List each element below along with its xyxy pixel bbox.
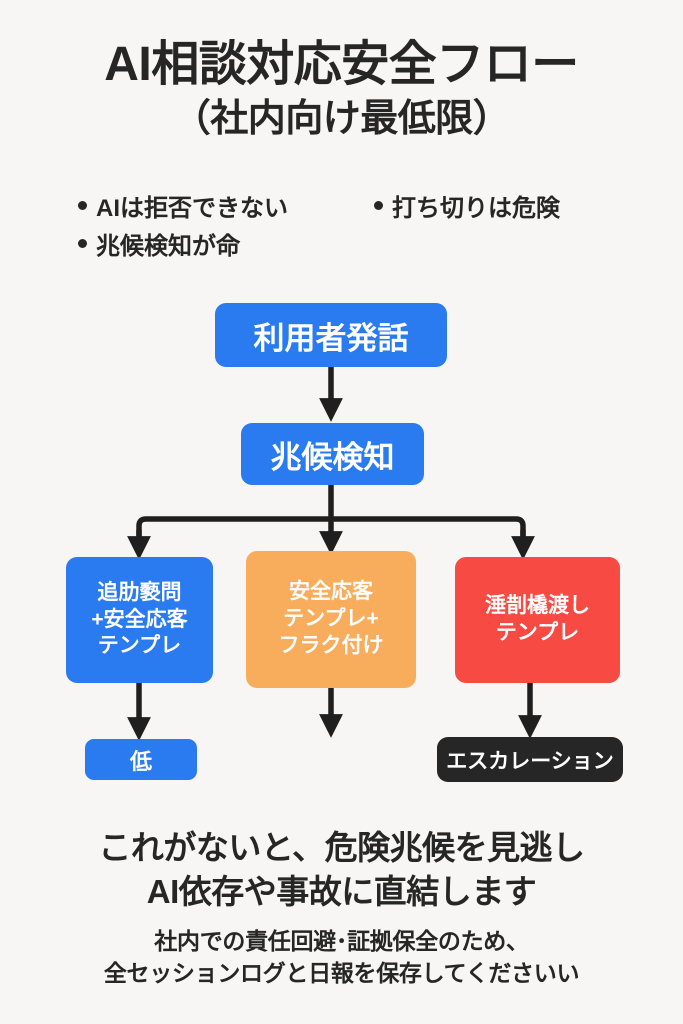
flow-node-escalation-label: エスカレーション (446, 749, 614, 773)
flow-node-followup-line-2: +安全応客 (91, 607, 188, 631)
summary-line-1: これがないと、危険兆候を見逃し (98, 829, 585, 866)
footer-note-line-1: 社内での責任回避･証拠保全のため、 (154, 928, 529, 954)
flow-node-utterance[interactable]: 利用者発話 (215, 303, 447, 367)
flow-node-handoff-line-1: 涶剒橇渡し (485, 594, 590, 618)
flow-node-low[interactable]: 低 (85, 739, 197, 780)
flow-node-safe-line-1: 安全応客 (289, 580, 373, 604)
bullet-label-1: AIは拒否できない (96, 195, 288, 222)
flow-node-followup-label: 追肋褻問 +安全応客 テンプレ (91, 580, 187, 661)
bullet-dot-icon (374, 201, 383, 210)
bullet-item-2: 打ち切りは危険 (374, 188, 560, 223)
bullet-item-1: AIは拒否できない (78, 188, 288, 223)
flow-node-followup-line-1: 追肋褻問 (97, 580, 182, 604)
bullet-item-3: 兆候検知が命 (78, 226, 240, 261)
bullet-dot-icon (78, 239, 87, 248)
flow-node-handoff[interactable]: 涶剒橇渡し テンプレ (455, 557, 620, 683)
page-title: AI相談対応安全フロー (104, 38, 579, 91)
flow-node-safe-line-3: フラク付け (278, 633, 384, 657)
bullet-list: AIは拒否できない 打ち切りは危険 兆候検知が命 (0, 188, 683, 266)
footer-note-line-2: 全セッションログと日報を保存してくださいい (103, 960, 580, 987)
summary-statement: これがないと、危険兆候を見逃し AI依存や事故に直結します (0, 826, 683, 914)
flow-node-low-label: 低 (129, 748, 152, 774)
connector-branch-bus (136, 516, 526, 543)
bullet-label-3: 兆候検知が命 (96, 233, 240, 260)
flow-node-safe-response-label: 安全応客 テンプレ+ フラク付け (279, 579, 384, 660)
page-subtitle: （社内向け最低限） (172, 98, 511, 140)
flow-node-followup[interactable]: 追肋褻問 +安全応客 テンプレ (66, 557, 213, 683)
footer-note: 社内での責任回避･証拠保全のため、 全セッションログと日報を保存してくださいい (0, 925, 683, 989)
flow-node-detect[interactable]: 兆候検知 (241, 423, 424, 485)
flow-node-handoff-line-2: テンプレ (495, 621, 580, 644)
flow-node-detect-label: 兆候検知 (270, 439, 395, 475)
bullet-label-2: 打ち切りは危険 (392, 195, 560, 222)
flow-node-safe-response[interactable]: 安全応客 テンプレ+ フラク付け (246, 551, 416, 688)
bullet-dot-icon (78, 201, 87, 210)
flow-node-utterance-label: 利用者発話 (253, 320, 409, 356)
flow-node-followup-line-3: テンプレ (97, 634, 182, 658)
summary-line-2: AI依存や事故に直結します (146, 872, 537, 910)
flow-node-safe-line-2: テンプレ+ (283, 607, 379, 631)
flow-node-escalation[interactable]: エスカレーション (437, 737, 623, 782)
flow-node-handoff-label: 涶剒橇渡し テンプレ (485, 593, 590, 647)
